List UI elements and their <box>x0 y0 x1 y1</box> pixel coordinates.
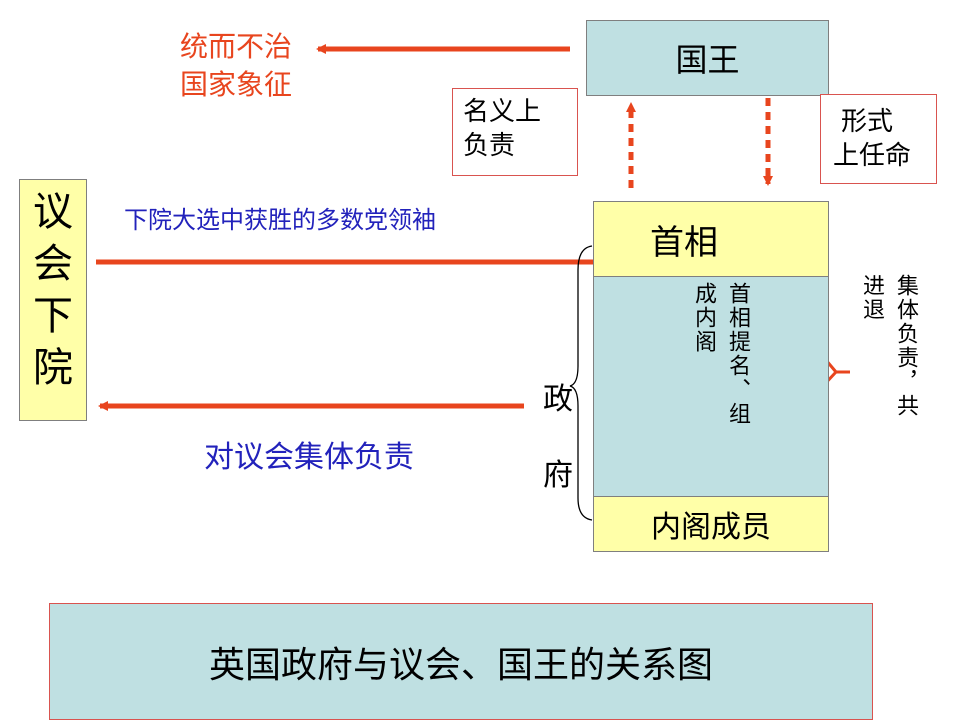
formal-appointment-box: 形式 上任命 <box>820 94 937 184</box>
parliament-char-1: 议 <box>33 189 73 235</box>
cabinet-members-box: 内阁成员 <box>593 496 829 552</box>
prime-minister-label: 首相 <box>650 222 718 263</box>
nominal-responsibility-box: 名义上 负责 <box>452 88 578 176</box>
house-of-commons-box: 议 会 下 院 <box>19 179 87 421</box>
government-label: 政 府 <box>538 362 578 514</box>
diagram-caption: 英国政府与议会、国王的关系图 <box>208 644 713 686</box>
king-role-text: 统而不治 国家象征 <box>180 28 292 104</box>
parliament-char-2: 会 <box>33 241 73 287</box>
diagram-caption-box: 英国政府与议会、国王的关系图 <box>49 603 873 720</box>
government-brace <box>569 245 593 521</box>
parliament-char-3: 下 <box>33 293 73 339</box>
government-char-1: 政 <box>543 382 573 417</box>
prime-minister-box: 首相 <box>593 201 829 277</box>
king-role-line2: 国家象征 <box>180 68 293 101</box>
formal-line1: 形式 <box>841 107 894 137</box>
nominal-line2: 负责 <box>463 131 516 161</box>
cabinet-label: 内阁成员 <box>651 510 771 545</box>
government-body-box <box>593 276 829 498</box>
formal-line2: 上任命 <box>833 141 912 171</box>
pm-nominate-text: 首相提名、组成内阁 <box>691 282 750 426</box>
government-char-2: 府 <box>543 458 573 493</box>
majority-leader-label: 下院大选中获胜的多数党领袖 <box>124 206 436 234</box>
king-box: 国王 <box>586 20 829 96</box>
king-label: 国王 <box>675 41 740 79</box>
parliament-char-4: 院 <box>33 345 73 391</box>
king-role-line1: 统而不治 <box>180 30 293 63</box>
responsible-to-parliament-label: 对议会集体负责 <box>204 440 414 475</box>
nominal-line1: 名义上 <box>463 97 542 127</box>
collective-responsibility-text: 集体负责，共进退 <box>859 274 918 418</box>
